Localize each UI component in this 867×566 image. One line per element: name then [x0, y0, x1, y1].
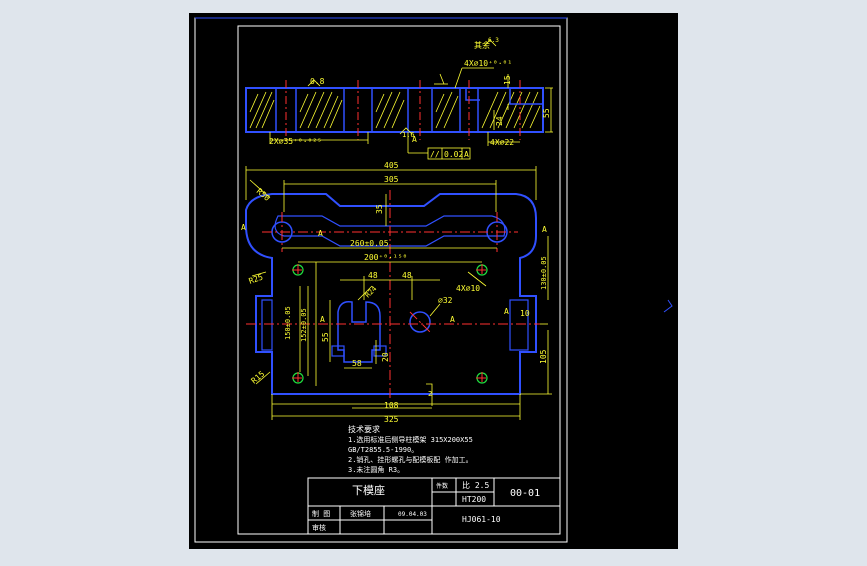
checker-label: 审核 — [312, 523, 326, 532]
dim-325: 325 — [384, 415, 399, 424]
part-name: 下模座 — [352, 483, 385, 497]
pocket-notch-right — [373, 345, 387, 357]
section-centerlines — [285, 80, 521, 140]
dim-20: 20 — [381, 352, 390, 362]
scale-value: 比 2.5 — [462, 480, 489, 490]
roughness-other-label: 其余 — [474, 40, 490, 50]
sheet-background — [189, 13, 678, 549]
dim-55-section: 55 — [542, 108, 551, 118]
dim-15: 15 — [503, 75, 512, 85]
dim-35: 35 — [375, 204, 384, 214]
designer-label: 制 图 — [312, 509, 330, 518]
dim-48-left: 48 — [368, 271, 378, 280]
roughness-other-value: 6.3 — [488, 37, 499, 44]
thread-hole-callout: 4X⌀10⁺⁰·⁰¹ — [464, 59, 512, 68]
tolerance-datum: A — [464, 150, 469, 159]
dim-130: 130±0.05 — [540, 256, 548, 290]
tolerance-symbol: // — [430, 150, 440, 159]
dim-108: 108 — [384, 401, 399, 410]
dim-58: 58 — [352, 359, 362, 368]
dim-32: ⌀32 — [438, 296, 453, 305]
section-mark-a2: A — [318, 229, 323, 238]
dim-405: 405 — [384, 161, 399, 170]
section-hole-walls — [275, 88, 544, 132]
plan-centerlines — [246, 190, 540, 400]
tolerance-value: 0.02 — [444, 150, 463, 159]
dim-48-right: 48 — [402, 271, 412, 280]
section-outline — [245, 87, 544, 133]
school-code: HJ061-10 — [462, 515, 501, 524]
section-mark-a1: A — [241, 223, 246, 232]
tech-requirements: 技术要求 1.选用标准后侧导柱模架 315X200X55 GB/T2855.5-… — [348, 424, 473, 474]
base-outline — [245, 193, 537, 395]
tech-line-3: 2.销孔、挂形螺孔与配模板配 作加工。 — [348, 455, 473, 464]
dim-10: 10 — [520, 309, 530, 318]
tech-line-1: 1.选用标准后侧导柱模架 315X200X55 — [348, 435, 473, 444]
section-hatching — [249, 91, 541, 129]
dim-152: 152±0.05 — [300, 308, 308, 342]
ucs-icon — [663, 299, 673, 313]
section-mark-a6: A — [504, 307, 509, 316]
dim-55-plan: 55 — [321, 332, 330, 342]
roughness-16: 1.6 — [402, 131, 415, 139]
slug-hole — [409, 311, 431, 333]
center-pocket — [337, 300, 381, 363]
pin-hole-callout: 2X⌀35⁺⁰·⁰²⁵ — [269, 137, 322, 146]
dim-24: 24 — [495, 116, 504, 126]
pocket-notch-left — [331, 345, 345, 357]
plan-dimension-lines — [245, 166, 552, 420]
inner-slot — [274, 215, 506, 247]
tech-line-4: 3.未注圆角 R3。 — [348, 465, 404, 474]
drawing-date: 09.04.03 — [398, 511, 427, 518]
dim-260: 260±0.05 — [350, 239, 389, 248]
tech-line-2: GB/T2855.5-1990。 — [348, 446, 418, 454]
designer-name: 张锦培 — [350, 509, 371, 518]
material: HT200 — [462, 495, 486, 504]
dim-200: 200⁺⁰·¹⁵⁰ — [364, 253, 407, 262]
left-slot — [261, 299, 273, 351]
drawing-number: 00-01 — [510, 488, 540, 499]
section-mark-a5: A — [450, 315, 455, 324]
dim-150: 150±0.05 — [284, 306, 292, 340]
qty-label: 件数 — [436, 482, 448, 490]
dim-2: 2 — [428, 390, 432, 398]
title-block: 下模座 件数 比 2.5 HT200 00-01 制 图 张锦培 09.04.0… — [307, 477, 561, 535]
section-mark-a3: A — [542, 225, 547, 234]
roughness-08: 0.8 — [310, 77, 325, 86]
dim-305: 305 — [384, 175, 399, 184]
dim-4x10: 4X⌀10 — [456, 284, 480, 293]
datum-a-marker: A — [412, 135, 417, 144]
plan-view: 405 305 R50 35 260±0.05 200⁺⁰·¹⁵⁰ 48 48 … — [241, 161, 552, 424]
section-dimensions — [269, 39, 553, 160]
counterbore-callout: 4X⌀22 — [490, 138, 514, 147]
section-mark-a4: A — [320, 315, 325, 324]
dim-105: 105 — [539, 349, 548, 364]
right-slot — [509, 299, 529, 351]
tech-heading: 技术要求 — [348, 424, 380, 434]
section-view: 2X⌀35⁺⁰·⁰²⁵ 4X⌀22 4X⌀10⁺⁰·⁰¹ 其余 6.3 0.8 … — [245, 37, 553, 160]
